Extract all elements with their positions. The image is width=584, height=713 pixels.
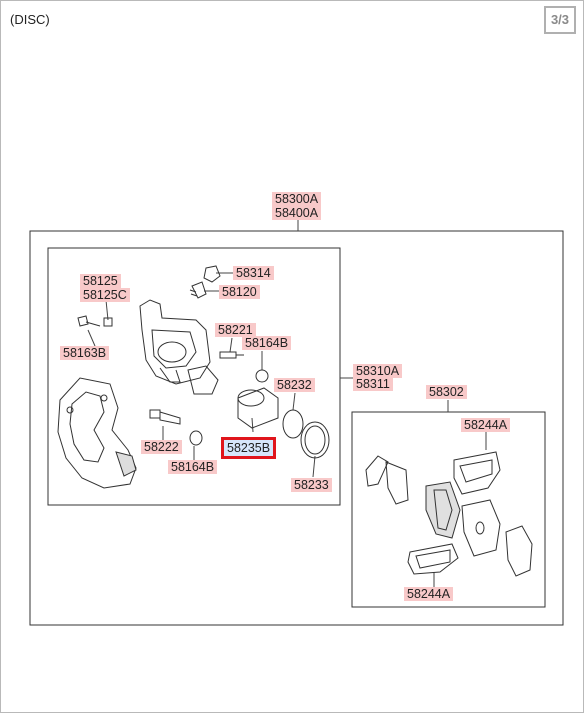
part-label-58310a[interactable]: 58310A (353, 364, 403, 378)
part-label-58163b[interactable]: 58163B (60, 346, 110, 360)
small-hardware (77, 265, 269, 446)
part-label-58400a[interactable]: 58400A (272, 206, 322, 220)
part-label-58244a-bottom[interactable]: 58244A (404, 587, 454, 601)
part-label-58314[interactable]: 58314 (233, 266, 274, 280)
assembly-box (29, 230, 564, 626)
part-label-58232[interactable]: 58232 (274, 378, 315, 392)
leader-lines (87, 219, 487, 587)
part-label-58302[interactable]: 58302 (426, 385, 467, 399)
part-label-58125c[interactable]: 58125C (80, 288, 130, 302)
part-label-58164b-top[interactable]: 58164B (242, 336, 292, 350)
part-label-58164b-bottom[interactable]: 58164B (168, 460, 218, 474)
page-indicator[interactable]: 3/3 (544, 6, 576, 34)
part-label-58244a-top[interactable]: 58244A (461, 418, 511, 432)
caliper-housing (139, 299, 219, 395)
part-label-58125[interactable]: 58125 (80, 274, 121, 288)
part-label-58221[interactable]: 58221 (215, 323, 256, 337)
part-label-58233[interactable]: 58233 (291, 478, 332, 492)
part-label-58311[interactable]: 58311 (353, 377, 393, 391)
piston-and-seals (237, 387, 330, 459)
part-label-58222[interactable]: 58222 (141, 440, 182, 454)
caliper-bracket (57, 377, 137, 489)
part-label-58235b-selected[interactable]: 58235B (221, 437, 277, 459)
part-label-58300a[interactable]: 58300A (272, 192, 322, 206)
brake-pads (365, 451, 533, 577)
part-label-58120[interactable]: 58120 (219, 285, 260, 299)
caliper-box (47, 247, 341, 506)
diagram-title: (DISC) (10, 12, 50, 27)
